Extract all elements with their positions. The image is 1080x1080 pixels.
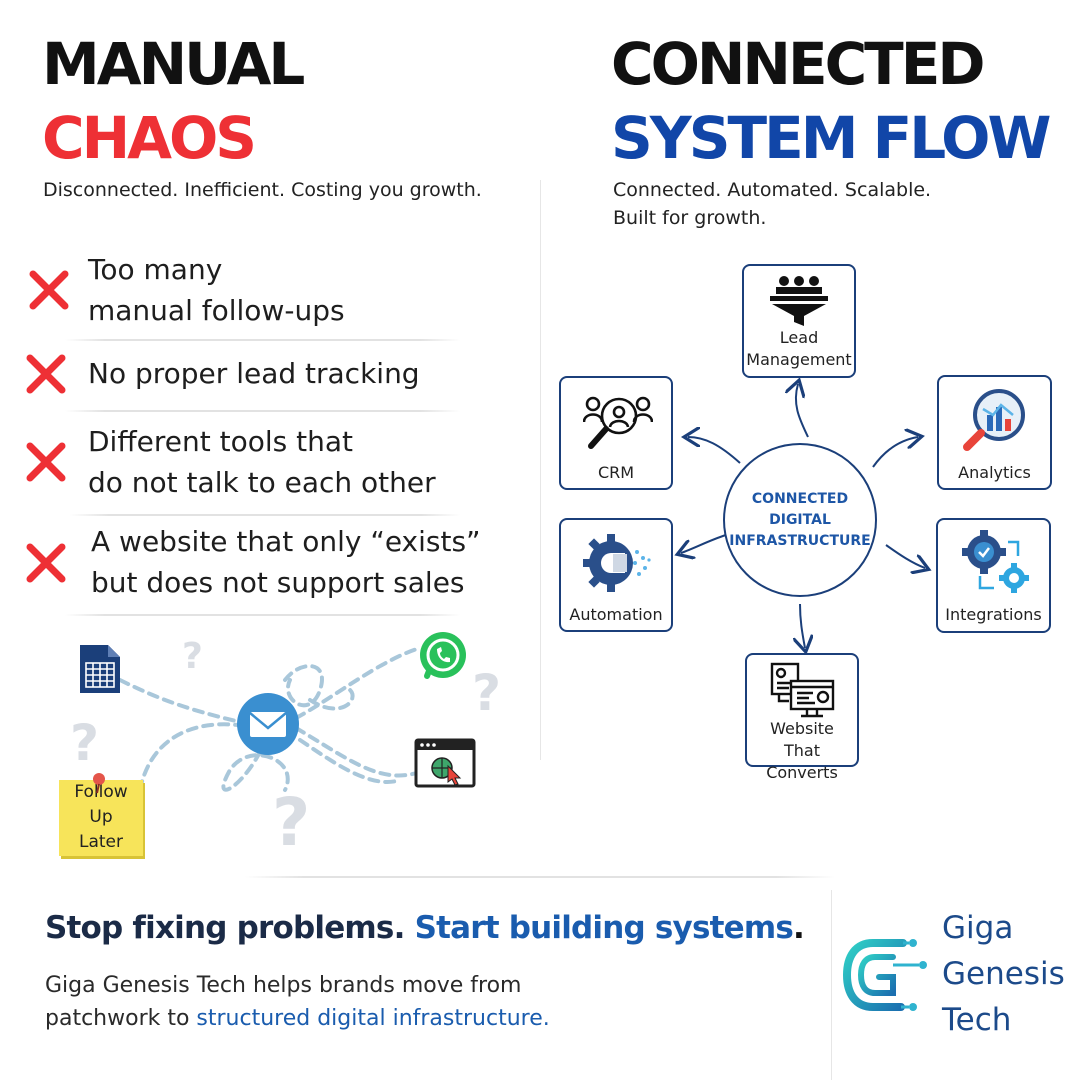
pin-icon [93,773,105,794]
brand-name: Giga Genesis Tech [942,910,1065,1038]
website-icon [770,662,835,718]
sticky-note: Follow Up Later [59,780,143,856]
footer-description: Giga Genesis Tech helps brands move from… [45,973,550,1031]
x-mark-icon [29,270,69,310]
card-lead-management: Lead Management [742,264,856,378]
email-icon [237,693,299,755]
problem-manual-follow-ups: Too many manual follow-ups [88,253,345,327]
footer-tagline: Stop fixing problems. Start building sys… [45,910,805,946]
right-subtitle: Connected. Automated. Scalable. Built fo… [613,179,932,229]
left-heading-chaos: CHAOS [42,104,257,172]
right-heading-system-flow: SYSTEM FLOW [611,104,1051,172]
x-mark-icon [26,442,66,482]
divider [65,339,460,341]
hub-connected-digital-infrastructure: CONNECTED DIGITAL INFRASTRUCTURE [723,443,877,597]
card-analytics: Analytics [937,375,1052,490]
question-mark-icon: ? [272,784,311,861]
card-automation: Automation [559,518,673,632]
divider [65,614,460,616]
x-mark-icon [26,354,66,394]
divider [70,514,460,516]
footer-divider [245,876,835,878]
card-website: Website That Converts [745,653,859,782]
x-mark-icon [26,543,66,583]
card-integrations: Integrations [936,518,1051,633]
crm-icon [583,396,653,449]
whatsapp-icon [420,632,466,679]
divider [65,410,460,412]
question-mark-icon: ? [182,636,203,677]
problem-lead-tracking: No proper lead tracking [88,357,420,390]
card-crm: CRM [559,376,673,490]
footer-vertical-divider [831,890,832,1080]
left-heading-manual: MANUAL [42,30,305,98]
center-divider [540,180,541,760]
funnel-icon [770,276,828,326]
left-subtitle: Disconnected. Inefficient. Costing you g… [43,179,482,201]
infrastructure-link: structured digital infrastructure. [196,1006,550,1031]
spreadsheet-icon [80,645,120,693]
right-heading-connected: CONNECTED [611,30,985,98]
integrations-icon [962,530,1029,593]
flow-arrows [540,250,1080,780]
analytics-icon [963,389,1025,451]
browser-icon [414,738,476,788]
gear-icon [583,534,651,592]
giga-genesis-logo-icon [843,939,927,1011]
question-mark-icon: ? [70,714,100,772]
chaos-dashed-lines [118,646,422,792]
question-mark-icon: ? [472,664,502,722]
problem-website-no-sales: A website that only “exists” but does no… [91,525,481,599]
problem-disconnected-tools: Different tools that do not talk to each… [88,425,436,499]
